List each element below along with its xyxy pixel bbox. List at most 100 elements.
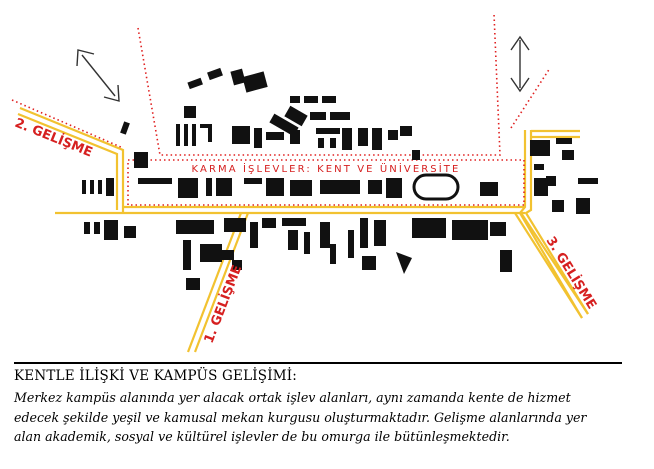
building bbox=[310, 112, 326, 120]
building bbox=[320, 180, 360, 194]
building bbox=[552, 200, 564, 212]
caption-line: alan akademik, sosyal ve kültürel işlevl… bbox=[14, 429, 510, 444]
building bbox=[138, 178, 172, 184]
building bbox=[230, 68, 246, 86]
building bbox=[200, 244, 222, 262]
building bbox=[362, 256, 376, 270]
building bbox=[400, 126, 412, 136]
building bbox=[304, 232, 310, 254]
double-arrow-icon bbox=[76, 49, 120, 102]
building bbox=[98, 180, 102, 194]
building bbox=[254, 128, 262, 148]
building bbox=[90, 180, 94, 194]
building bbox=[368, 180, 382, 194]
double-arrow-icon bbox=[510, 35, 530, 93]
zone-boundary bbox=[11, 13, 551, 206]
building bbox=[316, 128, 340, 134]
building bbox=[452, 220, 488, 240]
building bbox=[576, 198, 590, 214]
building bbox=[330, 244, 336, 264]
building bbox=[578, 178, 598, 184]
building bbox=[374, 220, 386, 246]
growth-boundary bbox=[510, 67, 551, 129]
tower bbox=[137, 153, 147, 163]
building bbox=[388, 130, 398, 140]
building bbox=[208, 124, 212, 142]
building bbox=[124, 226, 136, 238]
building bbox=[262, 218, 276, 228]
building bbox=[84, 222, 90, 234]
building bbox=[224, 218, 246, 232]
caption-line: edecek şekilde yeşil ve kamusal mekan ku… bbox=[14, 409, 587, 425]
building bbox=[386, 178, 402, 198]
bottom-road-line bbox=[193, 212, 250, 353]
building bbox=[412, 218, 446, 238]
left-road-line bbox=[17, 112, 119, 210]
building bbox=[320, 222, 330, 248]
building bbox=[207, 67, 223, 81]
right-road-line bbox=[518, 130, 583, 319]
building bbox=[186, 278, 200, 290]
mixed-use-zone-label: KARMA İŞLEVLER: KENT VE ÜNİVERSİTE bbox=[192, 162, 461, 175]
building bbox=[360, 218, 368, 248]
building bbox=[290, 96, 300, 103]
building bbox=[206, 178, 212, 196]
building bbox=[534, 178, 548, 196]
building bbox=[232, 260, 242, 270]
caption-divider bbox=[14, 362, 622, 364]
building bbox=[200, 124, 212, 128]
building bbox=[500, 250, 512, 272]
building bbox=[530, 140, 550, 156]
campus-boundary bbox=[137, 13, 501, 156]
building bbox=[250, 222, 258, 248]
mixed-use-zone-boundary bbox=[127, 159, 525, 206]
building bbox=[342, 128, 352, 150]
building bbox=[244, 178, 262, 184]
building bbox=[330, 138, 336, 148]
right-road-line bbox=[514, 212, 583, 319]
building bbox=[184, 124, 188, 146]
building bbox=[232, 126, 250, 144]
building bbox=[556, 138, 572, 144]
building bbox=[284, 105, 308, 127]
building bbox=[412, 150, 420, 160]
building bbox=[216, 178, 232, 196]
building bbox=[290, 180, 312, 196]
building bbox=[94, 222, 100, 234]
running-track bbox=[412, 173, 460, 201]
caption-line: Merkez kampüs alanında yer alacak ortak … bbox=[14, 390, 571, 405]
building bbox=[222, 250, 234, 260]
growth-label-1: 1. GELİŞME bbox=[201, 263, 245, 346]
right-road-line bbox=[524, 130, 589, 315]
building bbox=[187, 77, 203, 90]
building bbox=[266, 132, 284, 140]
building bbox=[290, 130, 300, 144]
building bbox=[242, 71, 268, 93]
right-road-line bbox=[520, 212, 589, 315]
building bbox=[192, 124, 196, 146]
building bbox=[534, 164, 544, 170]
left-road-line bbox=[19, 106, 125, 213]
building bbox=[176, 220, 214, 234]
bottom-road-line bbox=[186, 212, 243, 353]
building bbox=[104, 220, 118, 240]
building bbox=[348, 230, 354, 258]
building bbox=[480, 182, 498, 196]
building bbox=[318, 138, 324, 148]
building bbox=[120, 121, 130, 135]
building bbox=[546, 176, 556, 186]
caption-title: KENTLE İLİŞKİ VE KAMPÜS GELİŞİMİ: bbox=[14, 368, 298, 384]
building bbox=[372, 128, 382, 150]
building bbox=[490, 222, 506, 236]
building bbox=[562, 150, 574, 160]
building bbox=[396, 252, 412, 274]
building bbox=[183, 240, 191, 270]
building bbox=[322, 96, 336, 103]
building-footprints bbox=[82, 67, 598, 290]
building bbox=[266, 178, 284, 196]
building bbox=[288, 230, 298, 250]
building bbox=[178, 178, 198, 198]
building bbox=[304, 96, 318, 103]
building bbox=[106, 178, 114, 196]
